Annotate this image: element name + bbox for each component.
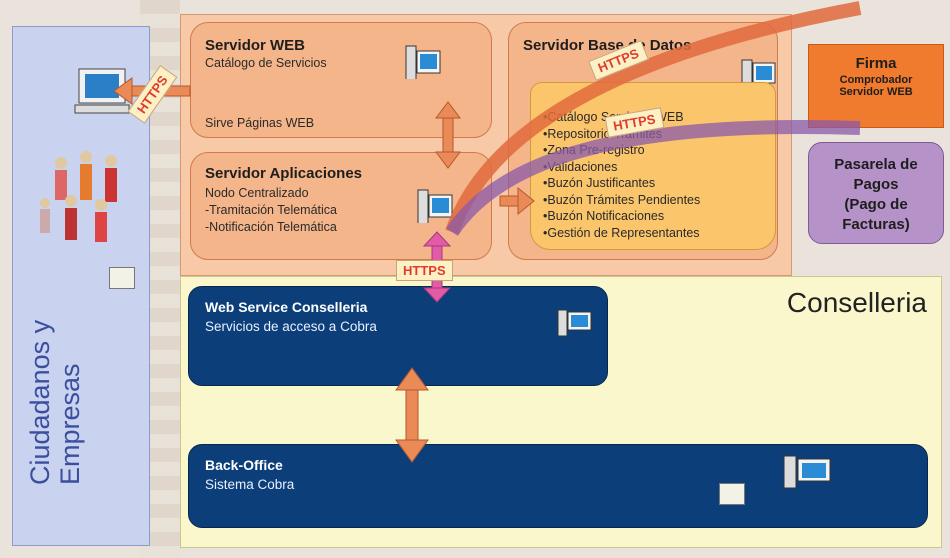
ws-backoffice-arrow bbox=[395, 367, 429, 463]
server-icon bbox=[557, 309, 592, 337]
web-server-subtitle: Catálogo de Servicios bbox=[205, 56, 327, 70]
web-server-title: Servidor WEB bbox=[205, 37, 306, 54]
curve-to-firma bbox=[445, 1, 862, 235]
document-icon bbox=[719, 483, 745, 505]
app-server-line: -Tramitación Telemática bbox=[205, 203, 337, 217]
citizens-panel: Ciudadanos y Empresas bbox=[12, 26, 150, 546]
app-server-line: -Notificación Telemática bbox=[205, 220, 337, 234]
people-icon bbox=[40, 151, 117, 242]
conselleria-label: Conselleria bbox=[786, 287, 927, 318]
app-db-arrow bbox=[499, 186, 535, 216]
server-icon bbox=[741, 59, 776, 93]
firma-line: Servidor WEB bbox=[839, 86, 913, 98]
database-item: •Buzón Trámites Pendientes bbox=[543, 192, 701, 207]
app-server-title: Servidor Aplicaciones bbox=[205, 165, 363, 182]
back-office-box: Back-Office Sistema Cobra bbox=[188, 444, 928, 528]
server-icon bbox=[405, 45, 441, 79]
https-label: HTTPS bbox=[396, 260, 453, 281]
payment-gateway-subtitle: (Pago de Facturas) bbox=[842, 196, 910, 233]
database-item: •Buzón Notificaciones bbox=[543, 209, 665, 223]
computer-icon bbox=[74, 68, 130, 114]
web-service-subtitle: Servicios de acceso a Cobra bbox=[205, 319, 377, 334]
back-office-title: Back-Office bbox=[205, 457, 283, 473]
web-service-box: Web Service Conselleria Servicios de acc… bbox=[188, 286, 608, 386]
app-server-line: Nodo Centralizado bbox=[205, 186, 309, 200]
back-office-subtitle: Sistema Cobra bbox=[205, 477, 295, 492]
server-icon bbox=[417, 189, 453, 223]
firma-box: Firma Comprobador Servidor WEB bbox=[808, 44, 944, 128]
payment-gateway-title: Pasarela de Pagos bbox=[834, 156, 918, 193]
firma-line: Comprobador bbox=[839, 74, 913, 86]
web-server-box: Servidor WEB Catálogo de Servicios Sirve… bbox=[190, 22, 492, 138]
database-item: •Gestión de Representantes bbox=[543, 225, 700, 240]
curve-to-pasarela bbox=[446, 119, 861, 236]
database-server-title: Servidor Base de Datos bbox=[523, 37, 692, 54]
web-app-arrow bbox=[435, 101, 461, 169]
firma-title: Firma bbox=[855, 55, 897, 72]
server-icon bbox=[783, 455, 831, 489]
web-service-title: Web Service Conselleria bbox=[205, 299, 368, 315]
web-server-note: Sirve Páginas WEB bbox=[205, 116, 315, 130]
database-item: •Buzón Justificantes bbox=[543, 176, 656, 190]
document-icon bbox=[109, 267, 135, 289]
payment-gateway-box: Pasarela de Pagos (Pago de Facturas) bbox=[808, 142, 944, 244]
